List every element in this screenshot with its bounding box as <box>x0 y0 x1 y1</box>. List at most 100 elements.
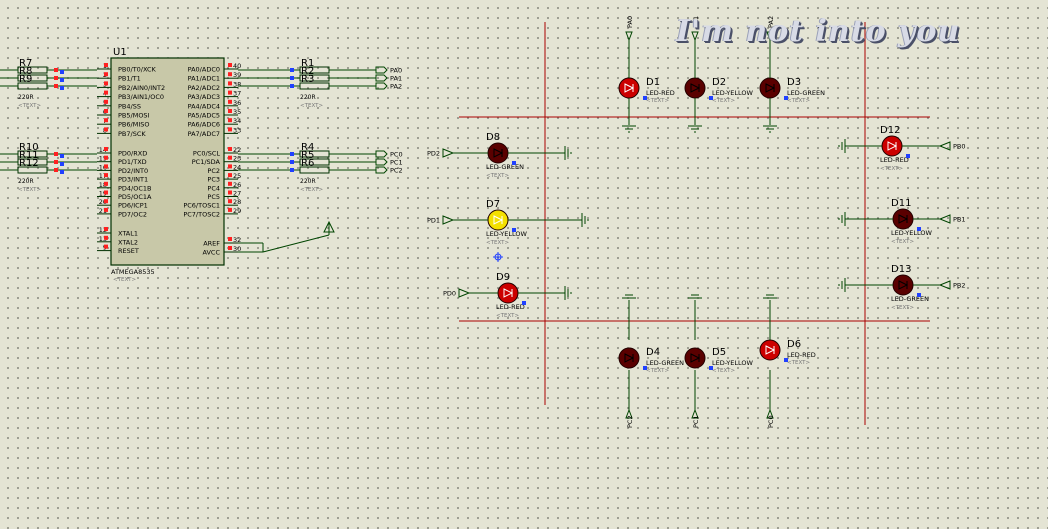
terminal-label: PC1 <box>692 415 700 428</box>
terminal-pc2[interactable] <box>625 408 633 419</box>
led-d9[interactable] <box>497 282 519 304</box>
led-text: <TEXT> <box>787 360 810 366</box>
mcu-body[interactable] <box>110 57 225 266</box>
led-d5[interactable] <box>684 347 706 369</box>
led-d13[interactable] <box>892 274 914 296</box>
watermark-title: I'm not into you <box>676 14 961 49</box>
led-type: LED-GREEN <box>486 163 524 171</box>
mcu-pin-name: PA6/ADC6 <box>188 121 220 129</box>
led-body[interactable] <box>497 282 519 304</box>
led-body[interactable] <box>618 77 640 99</box>
led-d6[interactable] <box>759 339 781 361</box>
led-d8[interactable] <box>487 142 509 164</box>
terminal-label: PC0 <box>767 415 775 428</box>
mcu-pin-name: PC1/SDA <box>192 158 221 166</box>
terminal-pc0[interactable] <box>766 408 774 419</box>
mcu-pin-name: PD6/ICP1 <box>118 202 148 210</box>
mcu-pin-name: PA0/ADC0 <box>188 66 220 74</box>
mcu-pin-number: 20 <box>99 198 107 206</box>
led-d4[interactable] <box>618 347 640 369</box>
resistor-text: <TEXT> <box>300 103 323 109</box>
terminal-pc1[interactable] <box>375 158 388 166</box>
resistor-ref: R2 <box>301 66 314 77</box>
mcu-pin-number: 16 <box>99 163 107 171</box>
terminal-pb1[interactable] <box>938 214 951 224</box>
led-type: LED-YELLOW <box>486 230 528 238</box>
resistor-value: 220R <box>18 178 34 185</box>
mcu-pin-number: 36 <box>233 99 241 107</box>
mcu-pin-name: PC7/TOSC2 <box>183 210 220 218</box>
resistor-ref: R1 <box>301 58 314 69</box>
wire-to-vcc <box>262 234 330 253</box>
terminal-pa0[interactable] <box>375 66 388 74</box>
led-body[interactable] <box>684 347 706 369</box>
led-body[interactable] <box>618 347 640 369</box>
diode-symbol <box>765 83 776 93</box>
pin-marker <box>228 63 232 67</box>
led-d7[interactable] <box>487 209 509 231</box>
pin-marker <box>290 76 294 80</box>
diode-symbol <box>690 83 701 93</box>
terminal-pa1[interactable] <box>691 31 699 42</box>
pin-marker <box>104 199 108 204</box>
mcu-pin-name: XTAL2 <box>118 238 138 246</box>
resistor-text: <TEXT> <box>18 103 41 109</box>
pin-marker <box>784 96 788 100</box>
led-text: <TEXT> <box>712 98 735 104</box>
led-ref: D2 <box>712 77 726 88</box>
diode-symbol <box>493 215 504 225</box>
led-d11[interactable] <box>892 208 914 230</box>
led-body[interactable] <box>892 208 914 230</box>
led-body[interactable] <box>881 135 903 157</box>
pin-marker <box>228 109 232 113</box>
led-body[interactable] <box>759 339 781 361</box>
terminal-pc1[interactable] <box>691 408 699 419</box>
pin-marker <box>709 366 713 370</box>
vcc-terminal[interactable] <box>323 220 335 233</box>
led-d1[interactable] <box>618 77 640 99</box>
mcu-pin-name: PB3/AIN1/OC0 <box>118 93 164 101</box>
resistor-value: 220R <box>300 178 316 185</box>
terminal-pc2[interactable] <box>375 166 388 174</box>
terminal-label: PC0 <box>390 151 403 159</box>
led-d2[interactable] <box>684 77 706 99</box>
led-body[interactable] <box>759 77 781 99</box>
terminal-pd0[interactable] <box>458 288 471 298</box>
pin-marker <box>228 164 232 169</box>
terminal-pd2[interactable] <box>442 148 455 158</box>
led-type: LED-YELLOW <box>891 229 933 237</box>
led-d12[interactable] <box>881 135 903 157</box>
pin-marker <box>709 96 713 100</box>
terminal-pb0[interactable] <box>938 141 951 151</box>
pin-marker <box>104 190 108 195</box>
mcu-pin-name: PD0/RXD <box>118 150 147 158</box>
diode-symbol <box>624 353 635 363</box>
terminal-label: PD1 <box>427 217 440 225</box>
pin-marker <box>522 301 526 305</box>
led-ref: D4 <box>646 347 660 358</box>
diode-symbol <box>887 141 898 151</box>
led-ref: D9 <box>496 272 510 283</box>
mcu-pin-name: PB2/AIN0/INT2 <box>118 84 165 92</box>
terminal-pd1[interactable] <box>442 215 455 225</box>
terminal-pa1[interactable] <box>375 74 388 82</box>
led-text: <TEXT> <box>496 313 519 319</box>
mcu-pin-name: PB0/T0/XCK <box>118 66 157 74</box>
led-body[interactable] <box>487 209 509 231</box>
pin-marker <box>60 170 64 174</box>
mcu-pin-number: 23 <box>233 155 241 163</box>
led-d3[interactable] <box>759 77 781 99</box>
led-body[interactable] <box>684 77 706 99</box>
terminal-pc0[interactable] <box>375 150 388 158</box>
pin-marker <box>54 152 58 156</box>
terminal-pa0[interactable] <box>625 31 633 42</box>
terminal-label: PD2 <box>427 150 440 158</box>
terminal-label: PA1 <box>390 75 402 83</box>
led-body[interactable] <box>487 142 509 164</box>
terminal-pb2[interactable] <box>938 280 951 290</box>
pin-marker <box>104 181 108 186</box>
terminal-pa2[interactable] <box>766 31 774 42</box>
terminal-pa2[interactable] <box>375 82 388 90</box>
led-body[interactable] <box>892 274 914 296</box>
